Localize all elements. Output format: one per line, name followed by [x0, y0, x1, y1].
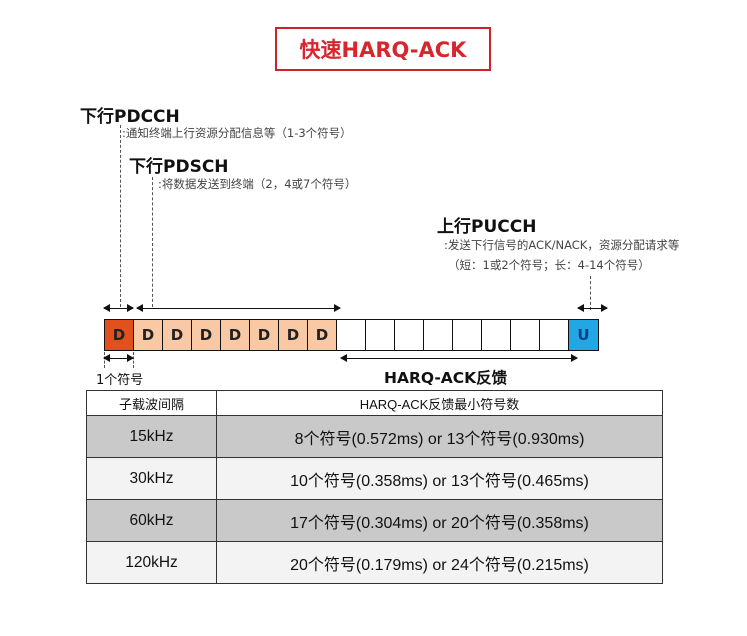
- scs-cell: 30kHz: [86, 457, 217, 500]
- symbol-cell-pdsch: D: [192, 320, 221, 350]
- symbol-cell-empty: [453, 320, 482, 350]
- pucch-span-arrow: [577, 304, 608, 312]
- header-subcarrier-spacing: 子载波间隔: [86, 390, 217, 416]
- harq-span-arrow: [340, 354, 578, 362]
- pucch-heading: 上行PUCCH: [437, 217, 537, 237]
- pdsch-heading: 下行PDSCH: [129, 157, 229, 177]
- symbol-cell-empty: [482, 320, 511, 350]
- symbol-cell-pdsch: D: [308, 320, 337, 350]
- symbol-cell-pdsch: D: [163, 320, 192, 350]
- min-symbols-cell: 10个符号(0.358ms) or 13个符号(0.465ms): [216, 457, 663, 500]
- title-box: 快速HARQ-ACK: [275, 27, 491, 71]
- symbol-cell-pdsch: D: [221, 320, 250, 350]
- pdcch-heading: 下行PDCCH: [80, 107, 180, 127]
- table-row: 120kHz 20个符号(0.179ms) or 24个符号(0.215ms): [86, 541, 663, 584]
- pdcch-guide-line: [120, 125, 121, 307]
- table-row: 30kHz 10个符号(0.358ms) or 13个符号(0.465ms): [86, 457, 663, 500]
- harq-ack-label: HARQ-ACK反馈: [384, 369, 508, 387]
- symbol-cell-empty: [511, 320, 540, 350]
- min-symbols-cell: 8个符号(0.572ms) or 13个符号(0.930ms): [216, 415, 663, 458]
- one-symbol-label: 1个符号: [96, 373, 144, 388]
- symbol-cell-pdcch: D: [105, 320, 134, 350]
- table-row: 60kHz 17个符号(0.304ms) or 20个符号(0.358ms): [86, 499, 663, 542]
- scs-cell: 120kHz: [86, 541, 217, 584]
- symbol-cell-pdsch: D: [134, 320, 163, 350]
- symbol-cell-pdsch: D: [250, 320, 279, 350]
- scs-table: 子载波间隔 HARQ-ACK反馈最小符号数 15kHz 8个符号(0.572ms…: [86, 390, 663, 584]
- pdcch-description: :通知终端上行资源分配信息等（1-3个符号）: [122, 126, 352, 140]
- page-title: 快速HARQ-ACK: [299, 38, 467, 62]
- symbol-cell-empty: [366, 320, 395, 350]
- min-symbols-cell: 20个符号(0.179ms) or 24个符号(0.215ms): [216, 541, 663, 584]
- min-symbols-cell: 17个符号(0.304ms) or 20个符号(0.358ms): [216, 499, 663, 542]
- pucch-guide-line: [590, 276, 591, 310]
- pucch-description-line2: （短：1或2个符号；长：4-14个符号）: [448, 258, 650, 272]
- one-symbol-arrow: [103, 354, 134, 362]
- symbol-cell-uplink: U: [569, 320, 598, 350]
- scs-cell: 60kHz: [86, 499, 217, 542]
- pdsch-span-arrow: [136, 304, 341, 312]
- table-row: 15kHz 8个符号(0.572ms) or 13个符号(0.930ms): [86, 415, 663, 458]
- symbol-cell-empty: [424, 320, 453, 350]
- header-min-symbols: HARQ-ACK反馈最小符号数: [216, 390, 663, 416]
- pucch-description-line1: :发送下行信号的ACK/NACK，资源分配请求等: [444, 238, 680, 252]
- table-header-row: 子载波间隔 HARQ-ACK反馈最小符号数: [86, 390, 663, 416]
- scs-cell: 15kHz: [86, 415, 217, 458]
- pdsch-guide-line: [152, 177, 153, 307]
- symbol-cell-empty: [337, 320, 366, 350]
- pdsch-description: :将数据发送到终端（2，4或7个符号）: [158, 177, 357, 191]
- pdcch-span-arrow: [103, 304, 134, 312]
- symbol-cell-pdsch: D: [279, 320, 308, 350]
- symbol-cell-empty: [395, 320, 424, 350]
- symbol-cell-empty: [540, 320, 569, 350]
